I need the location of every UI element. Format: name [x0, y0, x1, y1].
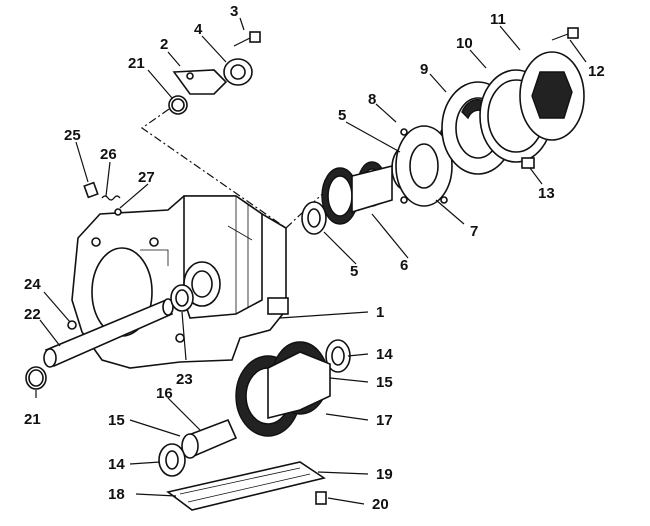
gear-bearing-upper: [325, 339, 351, 373]
callout-5-upper: 5: [338, 107, 346, 124]
countershaft-gear: [321, 161, 393, 225]
bottom-cover-plate: [166, 461, 326, 511]
callout-17: 17: [376, 412, 393, 429]
callout-11: 11: [490, 11, 506, 28]
drain-bolt: [315, 491, 327, 505]
callout-24: 24: [24, 276, 41, 293]
callout-14-lower: 14: [108, 456, 125, 473]
callout-26: 26: [100, 146, 117, 163]
callout-15-upper: 15: [376, 374, 393, 391]
detent-bolt: [83, 181, 99, 199]
callout-15-lower: 15: [108, 412, 125, 429]
callout-16: 16: [156, 385, 173, 402]
callout-22: 22: [24, 306, 41, 323]
spacer-sleeve: [181, 418, 238, 459]
bolt-small: [233, 31, 261, 47]
stud-bolt: [521, 157, 535, 169]
snap-ring-lower: [25, 366, 47, 390]
callout-6: 6: [400, 257, 408, 274]
callout-2: 2: [160, 36, 168, 53]
bearing-lower: [301, 201, 327, 235]
callout-19: 19: [376, 466, 393, 483]
gear-bearing-lower: [158, 443, 186, 477]
callout-25: 25: [64, 127, 81, 144]
callout-20: 20: [372, 496, 389, 513]
callout-7: 7: [470, 223, 478, 240]
callout-12: 12: [588, 63, 605, 80]
detent-ball: [114, 208, 122, 216]
callout-1: 1: [376, 304, 384, 321]
callout-27: 27: [138, 169, 155, 186]
output-shaft: [43, 298, 174, 368]
callout-18: 18: [108, 486, 125, 503]
callout-21-upper: 21: [128, 55, 145, 72]
rear-cover: [519, 51, 585, 141]
lock-nut: [223, 58, 253, 86]
leader-lines: [35, 17, 587, 505]
detent-spring: [101, 195, 121, 201]
cover-bolt: [551, 27, 579, 41]
callout-23: 23: [176, 371, 193, 388]
callout-21-lower: 21: [24, 411, 41, 428]
callout-4: 4: [194, 21, 203, 38]
oil-seal: [170, 284, 194, 312]
main-gear-cluster: [235, 341, 331, 437]
callout-5-lower: 5: [350, 263, 358, 280]
callout-10: 10: [456, 35, 473, 52]
callout-8: 8: [368, 91, 376, 108]
callout-14-upper: 14: [376, 346, 393, 363]
callout-9: 9: [420, 61, 428, 78]
callout-3: 3: [230, 3, 238, 20]
plug: [67, 320, 77, 330]
callout-13: 13: [538, 185, 555, 202]
snap-ring-upper: [168, 95, 188, 115]
retainer-plate: [172, 69, 228, 95]
